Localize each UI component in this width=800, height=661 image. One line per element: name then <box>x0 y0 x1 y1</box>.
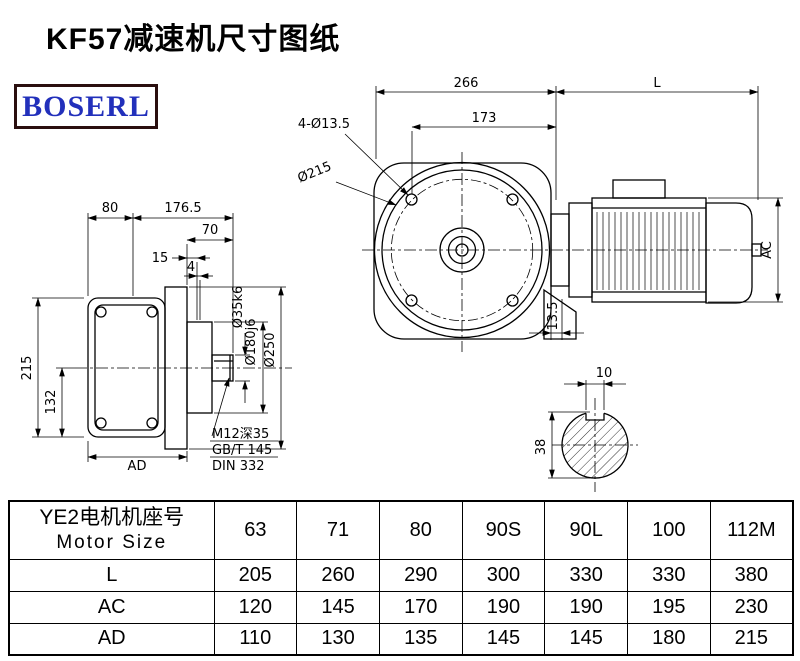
bolt-circle <box>390 178 534 322</box>
table-cell: 63 <box>213 500 298 560</box>
fan-cover <box>705 202 753 304</box>
table-cell: 330 <box>544 558 629 592</box>
table-cell: 71 <box>296 500 380 560</box>
flange-od-label: Ø250 <box>263 332 278 367</box>
table-cell: 190 <box>544 590 629 624</box>
dim-13-5-label: 13.5 <box>546 302 561 331</box>
table-cell: 80 <box>378 500 463 560</box>
motor-outline <box>550 179 762 304</box>
shaft-dia-label: Ø35k6 <box>231 286 246 329</box>
table-cell: 110 <box>213 622 298 656</box>
table-cell: 145 <box>544 622 629 656</box>
bolt-callout-label: 4-Ø13.5 <box>298 117 350 132</box>
dim-AD-label: AD <box>128 459 147 474</box>
brand-text: BOSERL <box>22 89 150 123</box>
table-cell: 90S <box>461 500 546 560</box>
table-cell: 195 <box>627 590 711 624</box>
flange-dia-label: Ø215 <box>296 159 334 186</box>
table-cell: 120 <box>213 590 298 624</box>
centerlines <box>75 152 768 492</box>
table-cell: 380 <box>709 558 794 592</box>
table-cell: 290 <box>378 558 463 592</box>
dim-173-label: 173 <box>472 111 497 126</box>
table-cell: 300 <box>461 558 546 592</box>
table-cell: 260 <box>296 558 380 592</box>
table-cell: 170 <box>378 590 463 624</box>
table-cell: 180 <box>627 622 711 656</box>
table-cell: 205 <box>213 558 298 592</box>
dim-4-label: 4 <box>187 260 195 275</box>
dim-AC-label: AC <box>760 241 775 259</box>
table-cell: 145 <box>296 590 380 624</box>
dim-70-label: 70 <box>202 223 219 238</box>
dim-176-5-label: 176.5 <box>164 201 201 216</box>
table-cell: 215 <box>709 622 794 656</box>
dim-15-label: 15 <box>152 251 169 266</box>
spigot-dia-label: Ø180j6 <box>244 319 259 366</box>
dim-L-label: L <box>653 76 661 91</box>
dimension-lines <box>32 86 783 479</box>
table-cell: 330 <box>627 558 711 592</box>
dim-10-label: 10 <box>596 366 613 381</box>
dim-80-label: 80 <box>102 201 119 216</box>
row-label-cell: L <box>8 558 215 592</box>
table-cell: 90L <box>544 500 629 560</box>
motor-size-header-cn: YE2电机机座号 <box>39 506 185 530</box>
table-cell: 145 <box>461 622 546 656</box>
table-cell: 130 <box>296 622 380 656</box>
row-label-cell: AC <box>8 590 215 624</box>
table-cell: 112M <box>709 500 794 560</box>
note-tap-label: M12深35 <box>212 427 269 442</box>
dim-132-label: 132 <box>44 390 59 415</box>
dim-266-label: 266 <box>454 76 479 91</box>
table-row-AC: AC 120 145 170 190 190 195 230 <box>8 590 794 624</box>
table-header-row: YE2电机机座号 Motor Size 63 71 80 90S 90L 100… <box>8 500 794 560</box>
table-cell: 135 <box>378 622 463 656</box>
motor-size-header-en: Motor Size <box>56 532 168 554</box>
dimension-labels: 266 L 173 4-Ø13.5 Ø215 AC 13.5 80 176.5 … <box>20 76 775 474</box>
motor-fins <box>594 212 704 290</box>
technical-drawing: 266 L 173 4-Ø13.5 Ø215 AC 13.5 80 176.5 … <box>20 76 783 492</box>
brand-logo: BOSERL <box>14 84 158 129</box>
table-row-AD: AD 110 130 135 145 145 180 215 <box>8 622 794 656</box>
terminal-box <box>612 179 666 199</box>
dimension-table: YE2电机机座号 Motor Size 63 71 80 90S 90L 100… <box>8 500 794 656</box>
table-row-L: L 205 260 290 300 330 330 380 <box>8 558 794 592</box>
table-cell: 230 <box>709 590 794 624</box>
note-gbt-label: GB/T 145 <box>212 443 272 458</box>
table-cell: 100 <box>627 500 711 560</box>
table-cell: 190 <box>461 590 546 624</box>
row-label-cell: AD <box>8 622 215 656</box>
note-din-label: DIN 332 <box>212 459 265 474</box>
page-title: KF57减速机尺寸图纸 <box>46 23 341 56</box>
dim-215-label: 215 <box>20 356 35 381</box>
dim-38-label: 38 <box>534 439 549 456</box>
motor-size-header-cell: YE2电机机座号 Motor Size <box>8 500 215 560</box>
